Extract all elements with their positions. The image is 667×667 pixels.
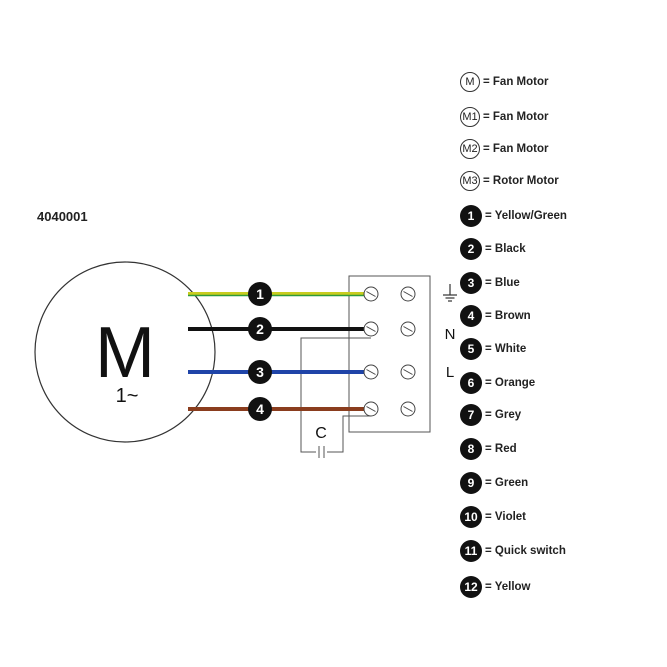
neutral-label: N bbox=[445, 326, 456, 343]
motor-badge-icon: M1 bbox=[460, 107, 480, 127]
number-badge-icon: 2 bbox=[460, 238, 482, 260]
legend-text: = Blue bbox=[485, 277, 520, 289]
screw-terminal-icon bbox=[363, 286, 379, 302]
legend-color-item: 5= White bbox=[460, 337, 526, 361]
legend-text: = Violet bbox=[485, 511, 527, 523]
motor-circle bbox=[34, 261, 216, 443]
legend-text: = Grey bbox=[485, 409, 522, 421]
wire-number: 3 bbox=[256, 364, 264, 380]
legend-text: = Brown bbox=[485, 310, 531, 322]
product-code: 4040001 bbox=[37, 209, 88, 224]
legend-color-item: 10= Violet bbox=[460, 505, 526, 529]
legend-color-item: 2= Black bbox=[460, 237, 526, 261]
legend-color-item: 3= Blue bbox=[460, 271, 520, 295]
number-badge-icon: 3 bbox=[460, 272, 482, 294]
legend-motor-item: M1= Fan Motor bbox=[460, 105, 549, 129]
legend-color-item: 6= Orange bbox=[460, 371, 535, 395]
legend-color-item: 11= Quick switch bbox=[460, 539, 566, 563]
number-badge-icon: 12 bbox=[460, 576, 482, 598]
number-badge-icon: 5 bbox=[460, 338, 482, 360]
legend-text: = Quick switch bbox=[485, 545, 566, 557]
legend-motor-item: M3= Rotor Motor bbox=[460, 169, 559, 193]
motor-badge-icon: M bbox=[460, 72, 480, 92]
motor-badge-icon: M2 bbox=[460, 139, 480, 159]
legend-text: = Green bbox=[485, 477, 529, 489]
legend-text: = Yellow/Green bbox=[485, 210, 567, 222]
legend-color-item: 8= Red bbox=[460, 437, 517, 461]
legend-text: = Fan Motor bbox=[483, 76, 549, 88]
legend-color-item: 1= Yellow/Green bbox=[460, 204, 567, 228]
wire-number: 1 bbox=[256, 286, 264, 302]
number-badge-icon: 10 bbox=[460, 506, 482, 528]
wire-number: 2 bbox=[256, 321, 264, 337]
legend-text: = Orange bbox=[485, 377, 536, 389]
legend-color-item: 12= Yellow bbox=[460, 575, 531, 599]
number-badge-icon: 6 bbox=[460, 372, 482, 394]
screw-terminal-icon bbox=[363, 401, 379, 417]
terminals-layer bbox=[363, 286, 416, 417]
wire-1: 1 bbox=[188, 282, 364, 306]
screw-terminal-icon bbox=[363, 321, 379, 337]
wires-layer: 1 2 3 4 bbox=[188, 282, 364, 421]
wire-number-badge bbox=[248, 282, 272, 306]
screw-terminal-icon bbox=[400, 321, 416, 337]
legend-motor-item: M2= Fan Motor bbox=[460, 137, 549, 161]
motor-phase: 1~ bbox=[116, 385, 139, 407]
legend-color-item: 9= Green bbox=[460, 471, 528, 495]
terminal-block bbox=[348, 275, 431, 433]
number-badge-icon: 11 bbox=[460, 540, 482, 562]
legend-color-item: 7= Grey bbox=[460, 403, 521, 427]
wire-2: 2 bbox=[188, 317, 364, 341]
capacitor-circuit bbox=[300, 337, 371, 458]
capacitor-label: C bbox=[315, 425, 327, 442]
ground-icon bbox=[443, 284, 457, 302]
number-badge-icon: 8 bbox=[460, 438, 482, 460]
number-badge-icon: 4 bbox=[460, 305, 482, 327]
wire-number-badge bbox=[248, 360, 272, 384]
motor-badge-icon: M3 bbox=[460, 171, 480, 191]
wire-number-badge bbox=[248, 317, 272, 341]
live-label: L bbox=[446, 364, 454, 381]
number-badge-icon: 7 bbox=[460, 404, 482, 426]
number-badge-icon: 1 bbox=[460, 205, 482, 227]
legend-color-item: 4= Brown bbox=[460, 304, 531, 328]
screw-terminal-icon bbox=[400, 364, 416, 380]
screw-terminal-icon bbox=[363, 364, 379, 380]
wire-number-badge bbox=[248, 397, 272, 421]
wire-number: 4 bbox=[256, 401, 264, 417]
legend-text: = Fan Motor bbox=[483, 143, 549, 155]
legend-text: = White bbox=[485, 343, 527, 355]
wire-3: 3 bbox=[188, 360, 364, 384]
screw-terminal-icon bbox=[400, 286, 416, 302]
legend-motor-item: M= Fan Motor bbox=[460, 70, 549, 94]
number-badge-icon: 9 bbox=[460, 472, 482, 494]
screw-terminal-icon bbox=[400, 401, 416, 417]
legend-text: = Rotor Motor bbox=[483, 175, 559, 187]
legend-text: = Red bbox=[485, 443, 517, 455]
legend-text: = Yellow bbox=[485, 581, 531, 593]
legend-text: = Black bbox=[485, 243, 526, 255]
wire-4: 4 bbox=[188, 397, 364, 421]
motor-symbol: M bbox=[95, 313, 155, 393]
legend-text: = Fan Motor bbox=[483, 111, 549, 123]
